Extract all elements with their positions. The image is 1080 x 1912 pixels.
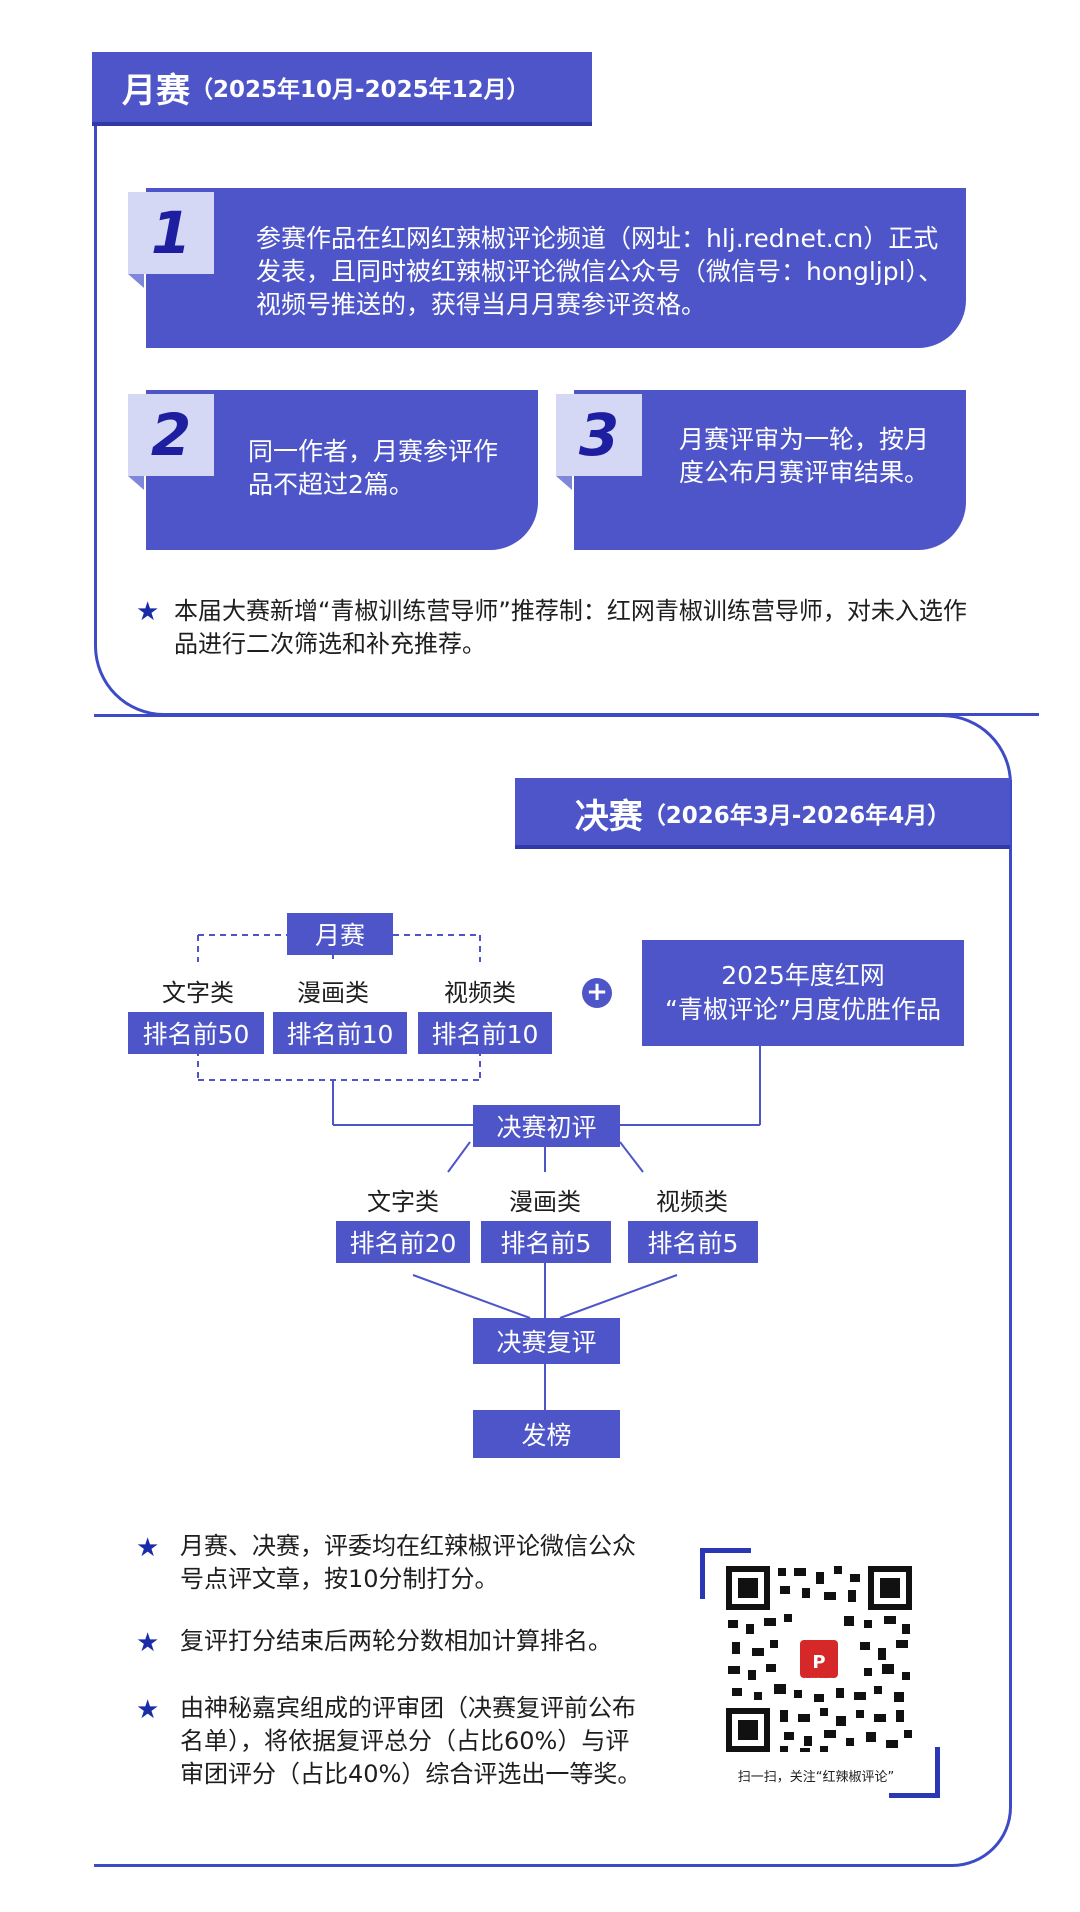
qr-corner-bottom-right [889, 1747, 940, 1798]
note-1: 月赛、决赛，评委均在红辣椒评论微信公众号点评文章，按10分制打分。 [180, 1532, 636, 1593]
flow-monthly-rank-video: 排名前10 [418, 1012, 552, 1054]
flow-extra-line-2: “青椒评论”月度优胜作品 [665, 995, 941, 1024]
note-3: 由神秘嘉宾组成的评审团（决赛复评前公布名单），将依据复评总分（占比60%）与评审… [180, 1694, 642, 1788]
flow-monthly-rank-text: 排名前50 [128, 1012, 264, 1054]
note-2: 复评打分结束后两轮分数相加计算排名。 [180, 1627, 612, 1655]
monthly-banner-underline [92, 122, 592, 126]
final-banner-underline [515, 845, 1010, 849]
rule-number-1: 1 [128, 192, 214, 274]
flow-extra-line-1: 2025年度红网 [721, 961, 885, 990]
rule-text-2: 同一作者，月赛参评作品不超过2篇。 [248, 437, 499, 499]
flow-first-category-comic: 漫画类 [509, 1188, 581, 1216]
final-frame-bottom [94, 1767, 1012, 1867]
monthly-title: 月赛 [122, 70, 190, 111]
star-icon: ★ [136, 1695, 160, 1725]
final-title: 决赛 [574, 796, 643, 837]
qr-corner-top-left [700, 1548, 751, 1599]
star-icon: ★ [136, 1628, 160, 1658]
svg-text:P: P [812, 1652, 825, 1673]
rule-number-3: 3 [556, 394, 642, 476]
flow-extra-box: 2025年度红网 “青椒评论”月度优胜作品 [642, 940, 964, 1046]
flow-result-box: 发榜 [473, 1410, 620, 1458]
monthly-banner: 月赛 （2025年10月-2025年12月） [92, 52, 592, 122]
star-icon: ★ [136, 1533, 160, 1563]
qr-logo-text: 红辣椒评论 [803, 1678, 834, 1685]
monthly-period: （2025年10月-2025年12月） [190, 77, 530, 103]
rule-number-2: 2 [128, 394, 214, 476]
final-period: （2026年3月-2026年4月） [642, 803, 951, 829]
flow-first-rank-comic: 排名前5 [481, 1221, 611, 1263]
flow-first-rank-text: 排名前20 [336, 1221, 470, 1263]
flow-monthly-rank-comic: 排名前10 [273, 1012, 407, 1054]
flow-monthly-category-video: 视频类 [444, 979, 516, 1007]
flow-first-category-text: 文字类 [367, 1188, 439, 1216]
flow-first-category-video: 视频类 [656, 1188, 728, 1216]
qr-caption: 扫一扫，关注“红辣椒评论” [737, 1770, 895, 1785]
rule-card-1: 参赛作品在红网红辣椒评论频道（网址：hlj.rednet.cn）正式发表，且同时… [146, 188, 966, 348]
qr-block: P 红辣椒评论 扫一扫，关注“红辣椒评论” [700, 1548, 950, 1798]
star-icon: ★ [136, 597, 160, 627]
rule-number-tab-1 [128, 274, 144, 288]
flow-second-round-box: 决赛复评 [473, 1318, 620, 1364]
flow-solid-lines [332, 1045, 761, 1410]
qr-code-icon: P [724, 1564, 914, 1754]
flow-first-rank-video: 排名前5 [628, 1221, 758, 1263]
monthly-dashed-bracket [197, 934, 481, 1081]
rule-text-3: 月赛评审为一轮，按月度公布月赛评审结果。 [679, 425, 930, 487]
rule-text-1: 参赛作品在红网红辣椒评论频道（网址：hlj.rednet.cn）正式发表，且同时… [256, 224, 944, 319]
flow-monthly-box: 月赛 [287, 913, 393, 955]
final-banner: 决赛 （2026年3月-2026年4月） [515, 778, 1010, 848]
final-frame-right [1009, 780, 1012, 1770]
flow-monthly-category-comic: 漫画类 [297, 979, 369, 1007]
flow-first-round-box: 决赛初评 [473, 1105, 620, 1147]
flow-monthly-category-text: 文字类 [162, 979, 234, 1007]
rule-number-tab-3 [556, 476, 572, 490]
rule-number-tab-2 [128, 476, 144, 490]
monthly-note: 本届大赛新增“青椒训练营导师”推荐制：红网青椒训练营导师，对未入选作品进行二次筛… [174, 597, 967, 658]
plus-icon: + [582, 978, 612, 1008]
